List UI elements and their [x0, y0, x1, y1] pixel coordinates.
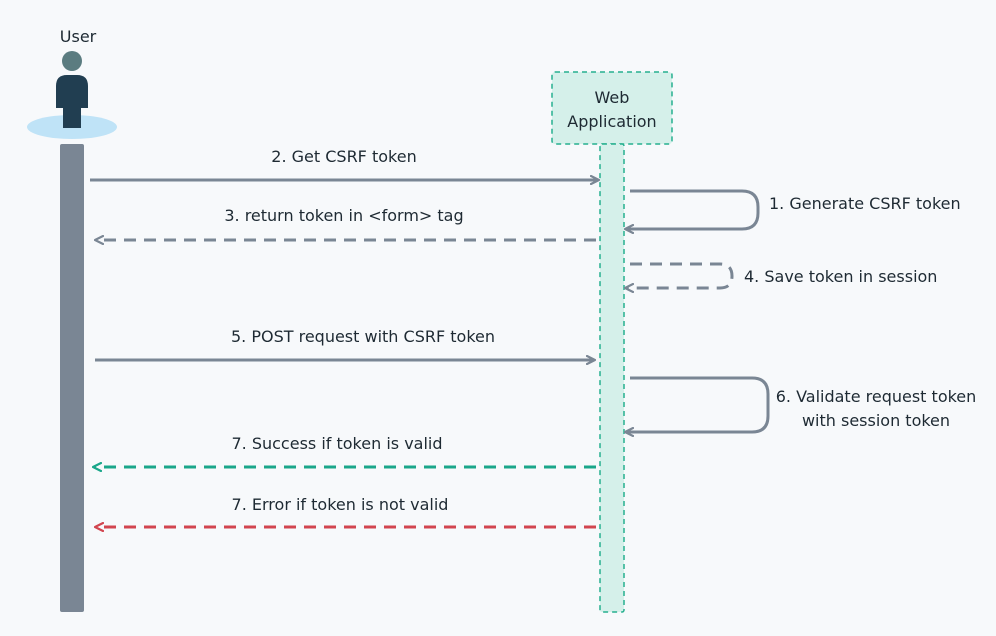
webapp-label-line1: Web	[595, 88, 630, 107]
msg-save-token-label: 4. Save token in session	[744, 267, 937, 286]
msg-get-token-label: 2. Get CSRF token	[271, 147, 416, 166]
webapp-actor: Web Application	[551, 71, 673, 145]
msg-return-token-label: 3. return token in <form> tag	[224, 206, 463, 225]
msg-validate-label-line1: 6. Validate request token	[776, 387, 977, 406]
msg-validate-arrow	[626, 376, 770, 432]
msg-save-token-arrow	[626, 262, 734, 288]
msg-post-request-label: 5. POST request with CSRF token	[231, 327, 495, 346]
webapp-box	[551, 71, 673, 145]
msg-success-label: 7. Success if token is valid	[231, 434, 442, 453]
user-label: User	[60, 27, 97, 46]
user-lifeline	[60, 144, 84, 612]
msg-error-label: 7. Error if token is not valid	[232, 495, 449, 514]
msg-generate-token-label: 1. Generate CSRF token	[769, 194, 961, 213]
user-actor: User	[27, 27, 117, 139]
webapp-label-line2: Application	[567, 112, 656, 131]
webapp-lifeline	[599, 143, 625, 613]
user-head	[62, 51, 82, 71]
msg-validate-label-line2: with session token	[802, 411, 950, 430]
msg-generate-token-arrow	[626, 189, 760, 229]
user-body	[56, 75, 88, 128]
